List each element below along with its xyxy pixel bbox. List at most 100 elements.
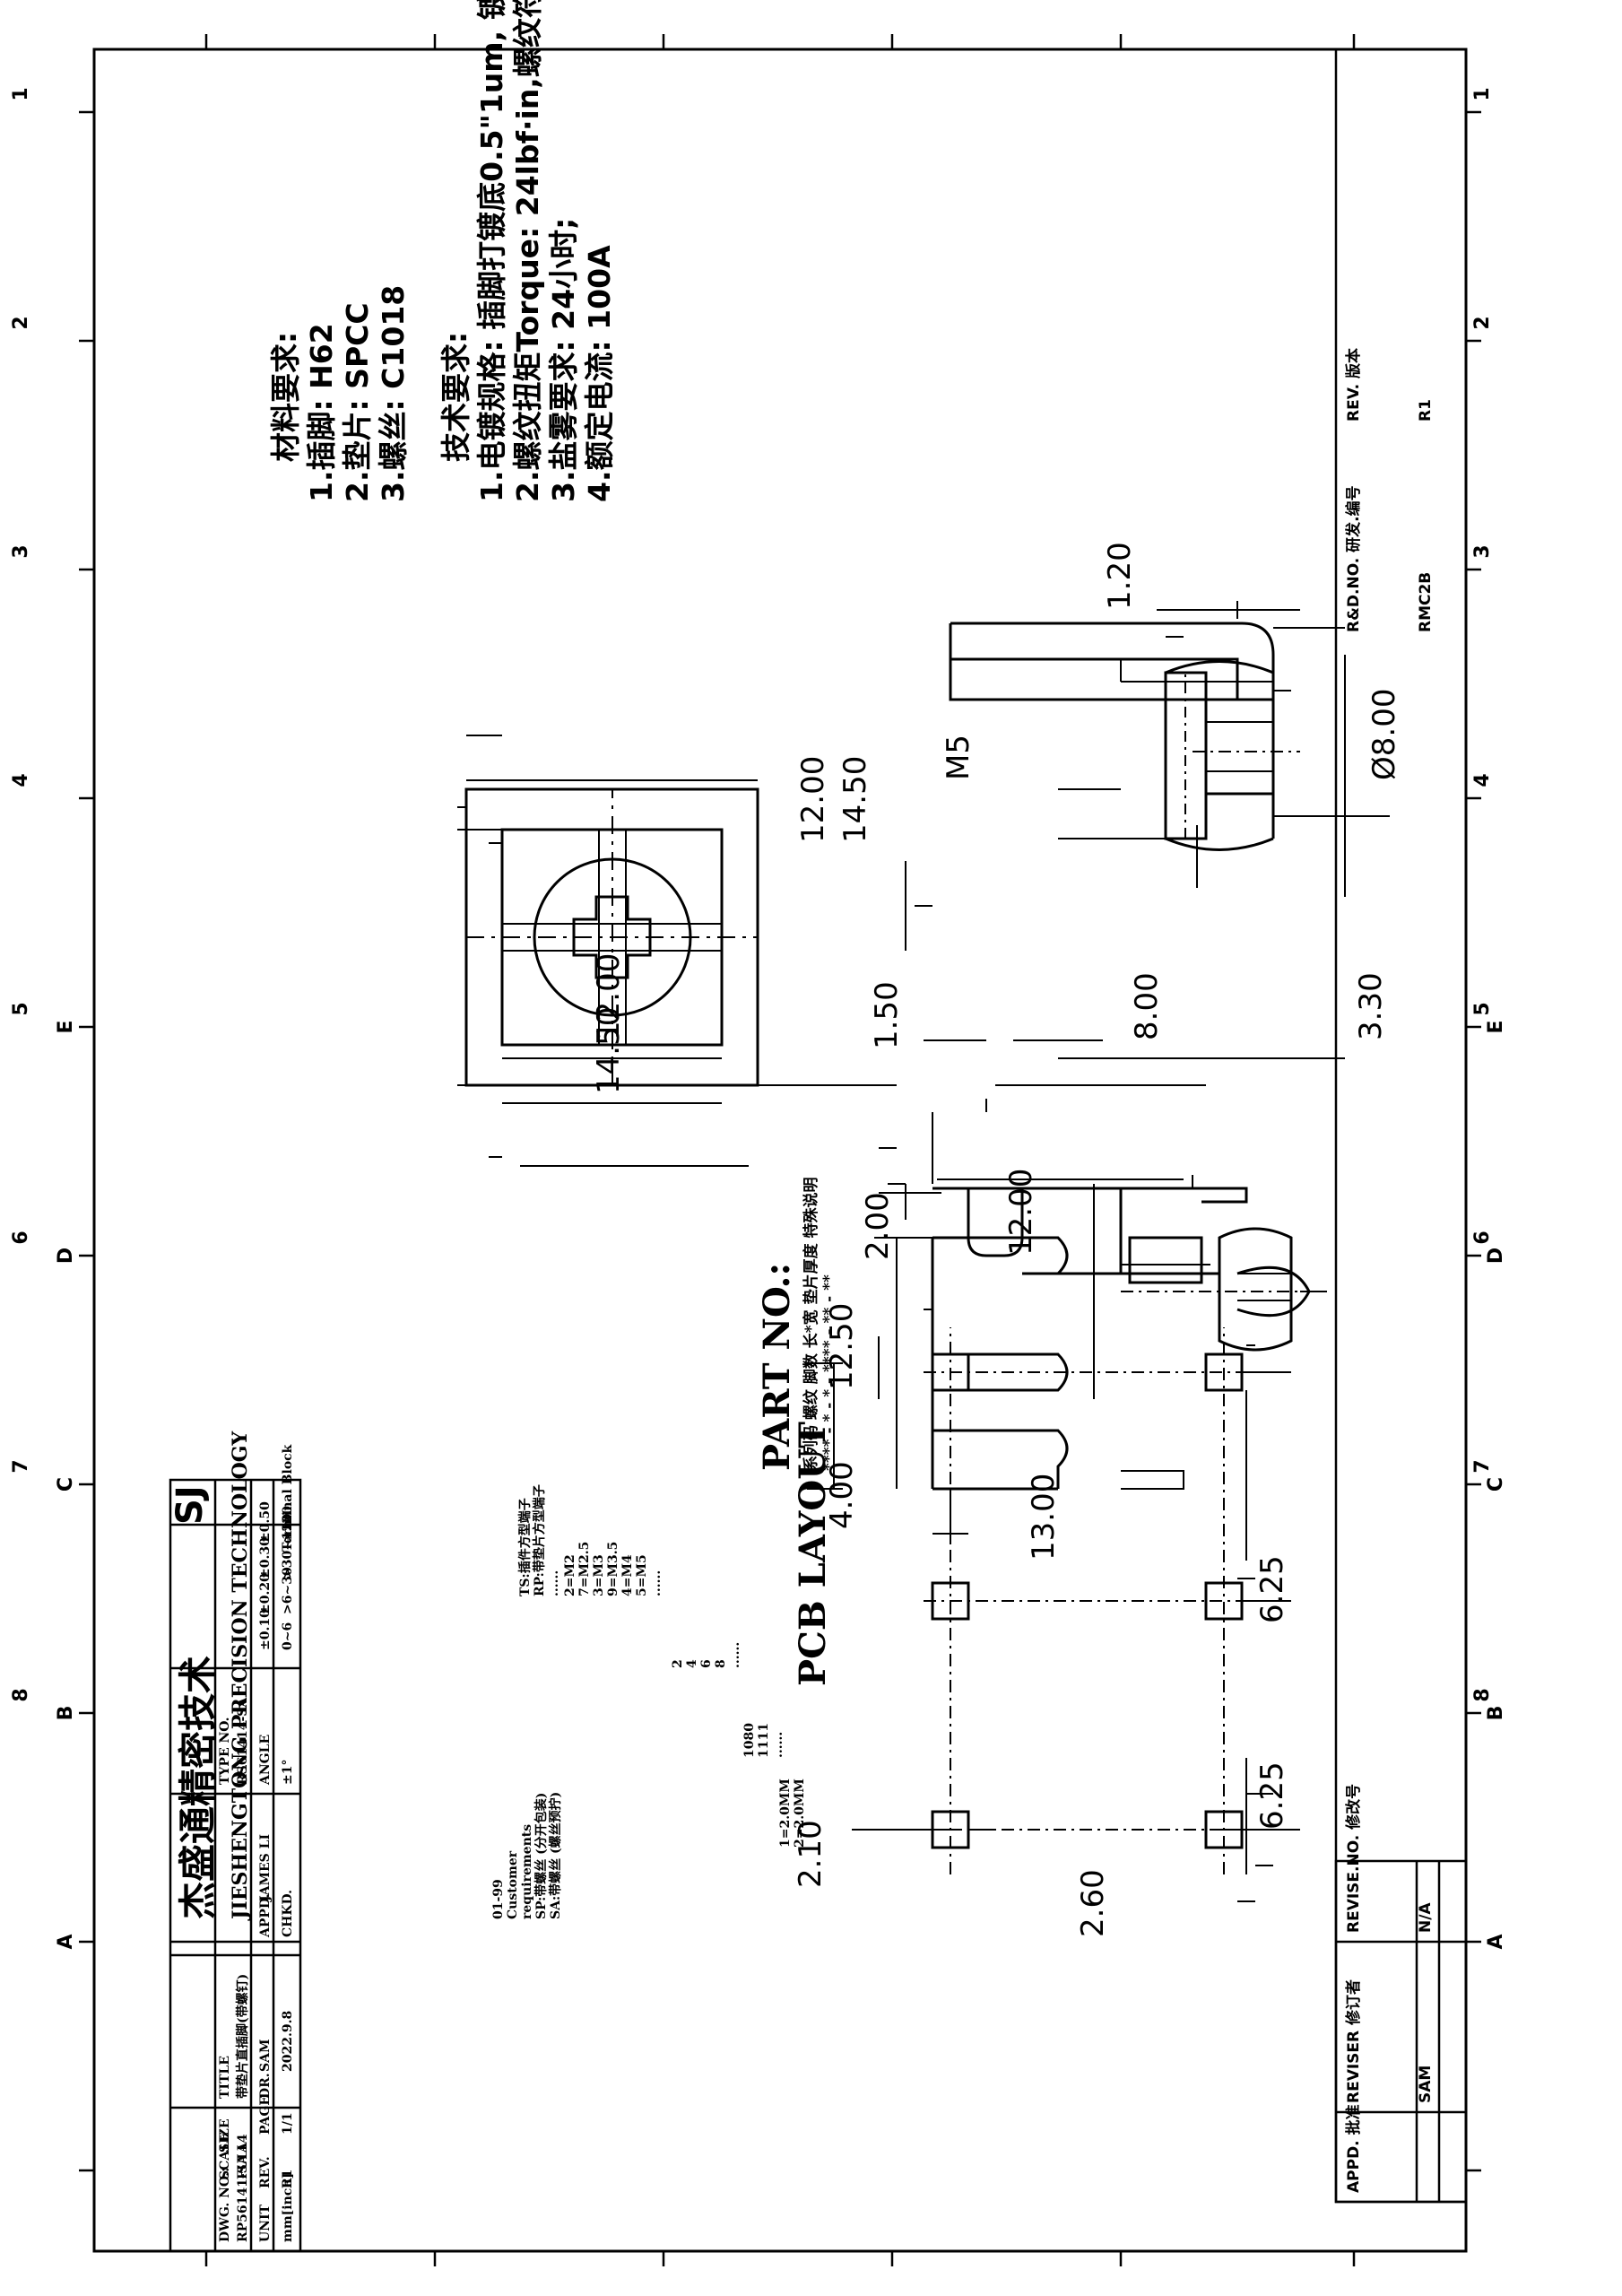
pcb-layout-title: PCB LAYOUT xyxy=(792,1422,834,1686)
special-2: Customer xyxy=(506,1850,520,1919)
zone-3-bottom: 3 xyxy=(1471,544,1494,558)
special-5: SA:带螺丝 (螺丝预拧) xyxy=(548,1792,563,1919)
zone-2-bottom: 2 xyxy=(1471,316,1494,329)
title-block-text: 杰盛通精密技术 JIESHENGTONG PRECISION TECHNOLOG… xyxy=(169,1431,295,2242)
dim-pcb-2-60: 2.60 xyxy=(1075,1869,1111,1937)
rev-header-revise-no: REVISE.NO. 修改号 xyxy=(1344,1784,1363,1933)
material-item-1: 1.插脚: H62 xyxy=(304,323,339,502)
dim-side-2-00: 2.00 xyxy=(860,1192,896,1260)
revision-text: APPD. 批准 REVISER 修订者 REVISE.NO. 修改号 SAM … xyxy=(1344,348,1435,2193)
series-more: ...... xyxy=(547,1570,561,1596)
zone-ticks xyxy=(79,34,1481,2266)
tol-value-3: ±0.30 xyxy=(258,1537,273,1578)
dim-pcb-6-25-b: 6.25 xyxy=(1254,1761,1290,1830)
rev-label: REV. xyxy=(258,2156,273,2188)
dimension-lines xyxy=(457,601,1390,1902)
scale-value: FULL xyxy=(236,2142,250,2179)
tol-range-4: >120 xyxy=(281,1506,295,1543)
pins-2: 4 xyxy=(685,1659,699,1668)
special-3: requirements xyxy=(520,1824,534,1919)
part-number-block: PART NO.: 系列码 螺纹 脚数 长*宽 垫片厚度 特殊说明 **** -… xyxy=(491,1178,838,1919)
zone-8-bottom: 8 xyxy=(1471,1688,1494,1701)
zone-d-bottom: D xyxy=(1485,1248,1507,1264)
square-front-view xyxy=(464,787,759,1087)
dim-side-12-00: 12.00 xyxy=(1003,1169,1039,1256)
zone-e-bottom: E xyxy=(1485,1020,1507,1033)
title-label: TITLE xyxy=(218,2056,232,2099)
dwg-label: DWG. NO.: xyxy=(218,2168,232,2242)
dim-pcb-2-10: 2.10 xyxy=(793,1820,828,1888)
dimension-labels: 1.20 Ø8.00 M5 8.00 3.30 1.50 14.50 12.00… xyxy=(591,542,1402,1937)
thread-6: 5=M5 xyxy=(635,1554,649,1596)
zone-7-top: 7 xyxy=(10,1459,32,1473)
thread-3: 3=M3 xyxy=(592,1554,606,1596)
rev-value-rev: R1 xyxy=(1417,399,1435,422)
material-item-2: 2.垫片: SPCC xyxy=(340,302,375,502)
zone-e-top: E xyxy=(55,1020,77,1033)
logo-label: Terminal Block xyxy=(281,1444,295,1552)
zone-4-bottom: 4 xyxy=(1471,773,1494,787)
pins-4: 8 xyxy=(714,1659,728,1668)
size-label: SIZE xyxy=(218,2118,232,2152)
appd-value: JAMES LI xyxy=(258,1834,273,1903)
type-value: RS61414-SA xyxy=(236,1697,250,1785)
unit-label: UNIT xyxy=(258,2204,273,2242)
series-ts: TS:插件方型端子 xyxy=(517,1498,533,1596)
tol-value-4: ±0.50 xyxy=(258,1501,273,1543)
rev-header-rd-no: R&D.NO. 研发.编号 xyxy=(1344,485,1363,632)
series-rp: RP:带垫片方型端子 xyxy=(532,1484,547,1596)
zone-d-top: D xyxy=(55,1248,77,1264)
revision-table xyxy=(1334,48,1468,2204)
thread-2: 7=M2.5 xyxy=(577,1542,592,1596)
dim-1-50: 1.50 xyxy=(869,981,905,1049)
size-2: 1111 xyxy=(757,1723,771,1758)
company-logo: SJ xyxy=(169,1485,211,1525)
zone-5-top: 5 xyxy=(10,1002,32,1015)
rev-header-reviser: REVISER 修订者 xyxy=(1344,1979,1363,2103)
tech-item-2: 2.螺纹扭矩Torque: 24lbf·in,螺纹符合通止规要求; xyxy=(510,0,545,502)
angle-value: ±1° xyxy=(281,1760,295,1785)
rev-header-rev: REV. 版本 xyxy=(1344,348,1363,422)
zone-6-top: 6 xyxy=(10,1231,32,1244)
material-item-3: 3.螺丝: C1018 xyxy=(376,285,411,502)
zone-c-top: C xyxy=(55,1477,77,1492)
zone-1-top: 1 xyxy=(10,87,32,100)
dim-12-00-vertical: 12.00 xyxy=(795,756,831,843)
rev-header-appd: APPD. 批准 xyxy=(1344,2104,1363,2193)
pins-3: 6 xyxy=(699,1659,714,1668)
zone-7-bottom: 7 xyxy=(1471,1459,1494,1473)
unit-value: mm[inch] xyxy=(281,2173,295,2242)
dim-8-00: 8.00 xyxy=(1129,972,1165,1040)
rev-value-reviser: SAM xyxy=(1417,2066,1435,2103)
part-no-pattern: 系列码 螺纹 脚数 长*宽 垫片厚度 特殊说明 xyxy=(802,1178,820,1471)
side-profile-view xyxy=(931,1187,1318,1491)
thread-4: 9=M3.5 xyxy=(606,1542,620,1596)
size-1: 1080 xyxy=(742,1723,757,1758)
dim-pcb-13-00: 13.00 xyxy=(1026,1474,1062,1561)
dim-side-12-50: 12.50 xyxy=(824,1303,860,1390)
tech-item-1: 1.电镀规格: 插脚打镀底0.5"1um, 镀1"3um, 亮锡3"5um, 螺… xyxy=(474,0,509,502)
washer-2: 2=2.0MM xyxy=(793,1779,807,1848)
thread-1: 2=M2 xyxy=(563,1554,577,1596)
chkd-label: CHKD. xyxy=(281,1890,295,1937)
rev-value-rd-no: RMC2B xyxy=(1417,572,1435,632)
tol-value-1: ±0.10 xyxy=(258,1609,273,1650)
rev-value: R1 xyxy=(281,2170,295,2188)
tol-range-1: 0~6 xyxy=(281,1622,295,1650)
dim-dia-8-00: Ø8.00 xyxy=(1366,689,1402,780)
thread-5: 4=M4 xyxy=(620,1554,635,1596)
tech-item-4: 4.额定电流: 100A xyxy=(582,245,617,502)
zone-1-bottom: 1 xyxy=(1471,87,1494,100)
dr-label: DR. xyxy=(258,2073,273,2099)
dim-1-20: 1.20 xyxy=(1102,542,1138,610)
company-name-en: JIESHENGTONG PRECISION TECHNOLOGY xyxy=(229,1431,252,1921)
tol-value-2: ±0.20 xyxy=(258,1573,273,1614)
title-value: 带垫片直插脚(带螺钉) xyxy=(235,1974,250,2099)
zone-2-top: 2 xyxy=(10,316,32,329)
zone-a-top: A xyxy=(55,1934,77,1949)
page-label: PAGE xyxy=(258,2096,273,2135)
zone-labels: A B C D E A B C D E 1 2 3 4 5 6 7 8 1 2 … xyxy=(10,87,1507,1949)
zone-3-top: 3 xyxy=(10,544,32,558)
